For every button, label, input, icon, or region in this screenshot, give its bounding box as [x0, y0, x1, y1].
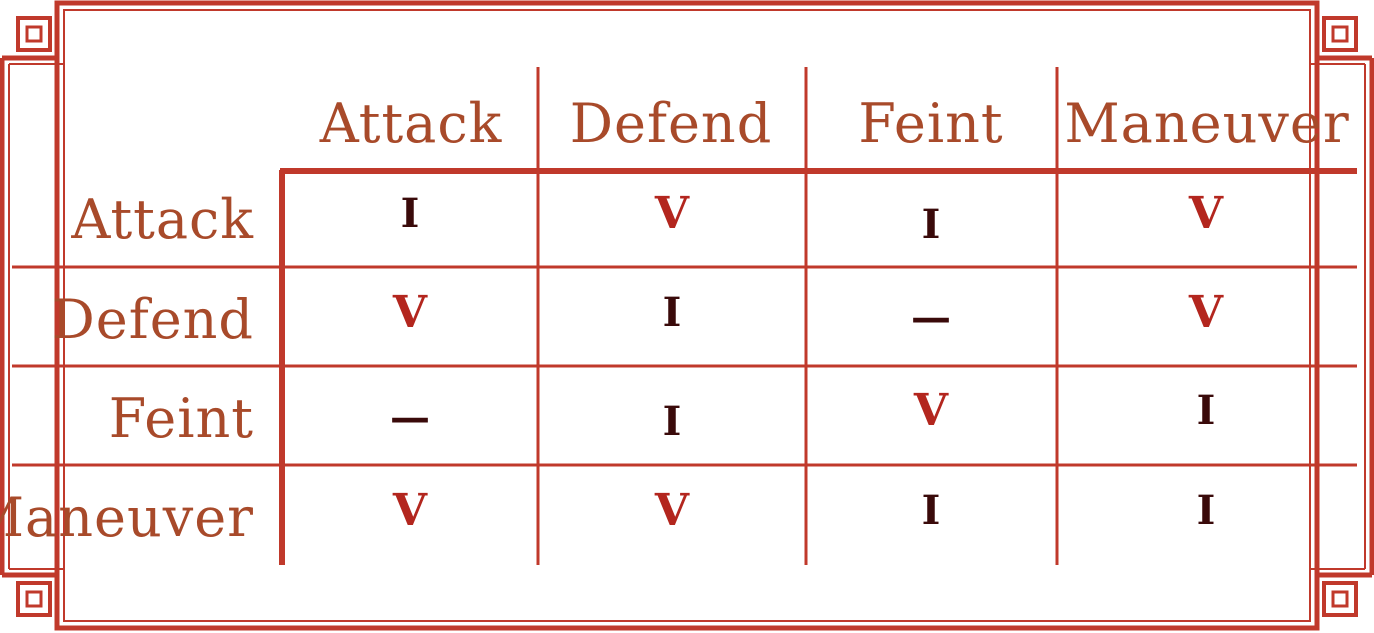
table-cell: I: [1196, 387, 1216, 434]
table-cell: I: [921, 487, 941, 534]
column-header-feint: Feint: [858, 92, 1004, 155]
table-cell: I: [662, 289, 682, 336]
table-cell: I: [1196, 487, 1216, 534]
column-header-defend: Defend: [569, 92, 773, 155]
table-cell: —: [390, 394, 430, 441]
table-cell: V: [654, 188, 690, 239]
column-header-maneuver: Maneuver: [1064, 92, 1350, 155]
table-cell: V: [392, 485, 428, 536]
column-header-attack: Attack: [319, 92, 503, 155]
row-header-maneuver: Maneuver: [0, 486, 254, 549]
row-header-attack: Attack: [71, 188, 254, 251]
table-cell: —: [911, 294, 951, 341]
table-cell: I: [400, 190, 420, 237]
table-cell: V: [1188, 188, 1224, 239]
table-cell: I: [662, 398, 682, 445]
table-cell: V: [654, 485, 690, 536]
table-cell: V: [392, 287, 428, 338]
row-header-defend: Defend: [51, 288, 254, 351]
table-cell: V: [1188, 287, 1224, 338]
table-cell: V: [913, 385, 949, 436]
table-cell: I: [921, 201, 941, 248]
row-header-feint: Feint: [108, 387, 254, 450]
